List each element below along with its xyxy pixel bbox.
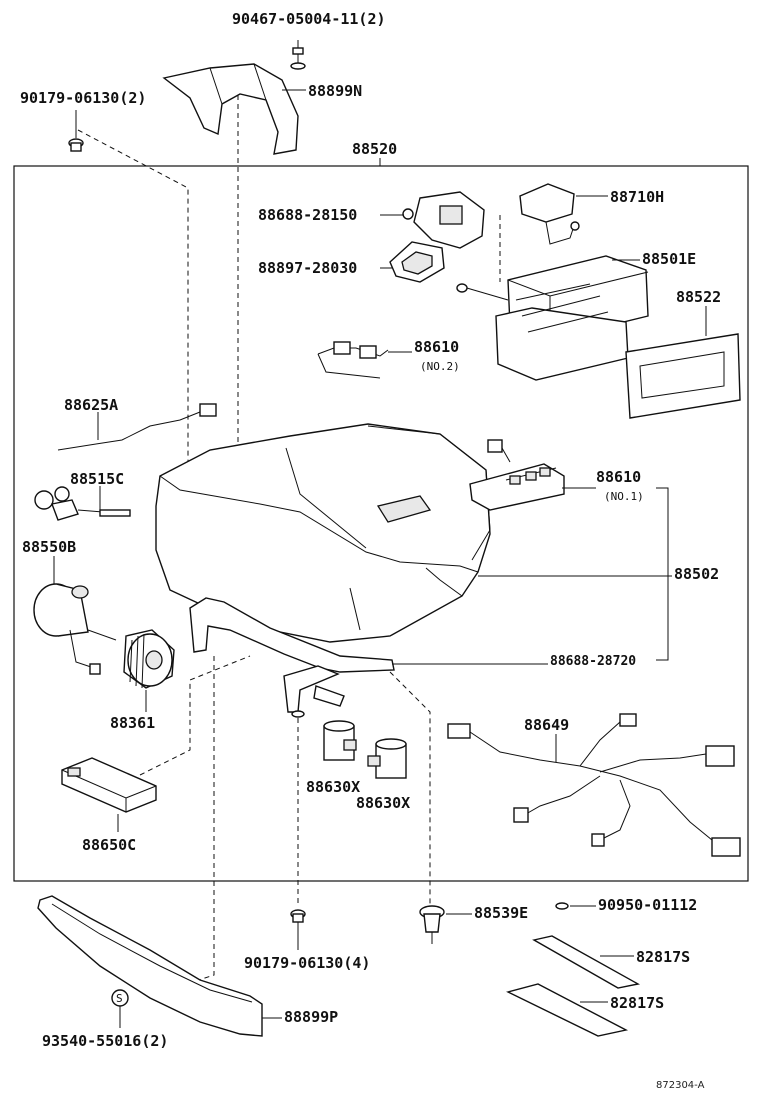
- screw-bottom-icon: S: [111, 989, 129, 1007]
- screw-top-icon: [290, 40, 306, 70]
- harness-main-icon: [447, 713, 741, 857]
- cover-upper-icon: [162, 63, 299, 155]
- grommet-icon: [389, 241, 445, 283]
- label-blower-motor: 88550B: [22, 538, 76, 556]
- servo-1-icon: [323, 720, 357, 761]
- bolt-top-icon: [68, 110, 84, 152]
- pad-2-icon: [506, 983, 629, 1037]
- label-connector-b: 88688-28720: [550, 654, 636, 669]
- label-thermistor-1: 88610: [596, 468, 641, 486]
- connector-a-icon: [402, 191, 485, 249]
- label-clip-nut: 90950-01112: [598, 896, 697, 914]
- label-bolt-top: 90179-06130(2): [20, 89, 146, 107]
- clip-nut-icon: [555, 902, 569, 910]
- label-amplifier: 88650C: [82, 836, 136, 854]
- thermistor-1-icon: [469, 439, 565, 511]
- blower-motor-icon: [33, 583, 117, 675]
- case-icon: [155, 423, 491, 643]
- label-cover-lower: 88899P: [284, 1008, 338, 1026]
- seal-icon: [625, 333, 741, 419]
- bracket-88502: [656, 487, 669, 661]
- label-case: 88502: [674, 565, 719, 583]
- label-servo-1: 88630X: [306, 778, 360, 796]
- label-clip: 88539E: [474, 904, 528, 922]
- thermistor-2-icon: [317, 341, 389, 379]
- label-evaporator: 88501E: [642, 250, 696, 268]
- label-seal: 88522: [676, 288, 721, 306]
- dash-line-lower-left: [149, 656, 215, 997]
- dash-line-top-bolt: [77, 129, 189, 470]
- label-screw-bottom: 93540-55016(2): [42, 1032, 168, 1050]
- cover-lower-icon: [37, 895, 263, 1037]
- clip-icon: [419, 905, 445, 944]
- label-harness-main: 88649: [524, 716, 569, 734]
- amplifier-icon: [61, 757, 157, 813]
- label-grommet: 88897-28030: [258, 259, 357, 277]
- pad-1-icon: [532, 935, 640, 989]
- sensor-c-icon: [34, 486, 131, 521]
- assembly-frame: [13, 165, 749, 882]
- valve-icon: [519, 183, 580, 245]
- label-pad-1: 82817S: [636, 948, 690, 966]
- label-harness-a: 88625A: [64, 396, 118, 414]
- figure-id: 872304-A: [656, 1080, 705, 1091]
- evaporator-icon: [456, 255, 649, 381]
- bracket-icon: [189, 597, 395, 718]
- label-valve: 88710H: [610, 188, 664, 206]
- fan-icon: [123, 629, 175, 689]
- label-thermistor-2-note: (NO.2): [420, 360, 460, 373]
- label-cover-upper: 88899N: [308, 82, 362, 100]
- label-unit-assy: 88520: [352, 140, 397, 158]
- label-fan: 88361: [110, 714, 155, 732]
- harness-a-icon: [57, 403, 217, 451]
- label-servo-2: 88630X: [356, 794, 410, 812]
- label-screw-bottom-mark: S: [116, 992, 123, 1005]
- dash-line-amp: [139, 655, 251, 776]
- label-connector-a: 88688-28150: [258, 206, 357, 224]
- label-thermistor-1-note: (NO.1): [604, 490, 644, 503]
- label-pad-2: 82817S: [610, 994, 664, 1012]
- bolt-bottom-icon: [290, 909, 306, 923]
- label-bolt-bottom: 90179-06130(4): [244, 954, 370, 972]
- servo-2-icon: [367, 738, 407, 779]
- label-sensor-c: 88515C: [70, 470, 124, 488]
- dash-line-clip: [389, 671, 431, 905]
- label-screw-top: 90467-05004-11(2): [232, 10, 386, 28]
- label-thermistor-2: 88610: [414, 338, 459, 356]
